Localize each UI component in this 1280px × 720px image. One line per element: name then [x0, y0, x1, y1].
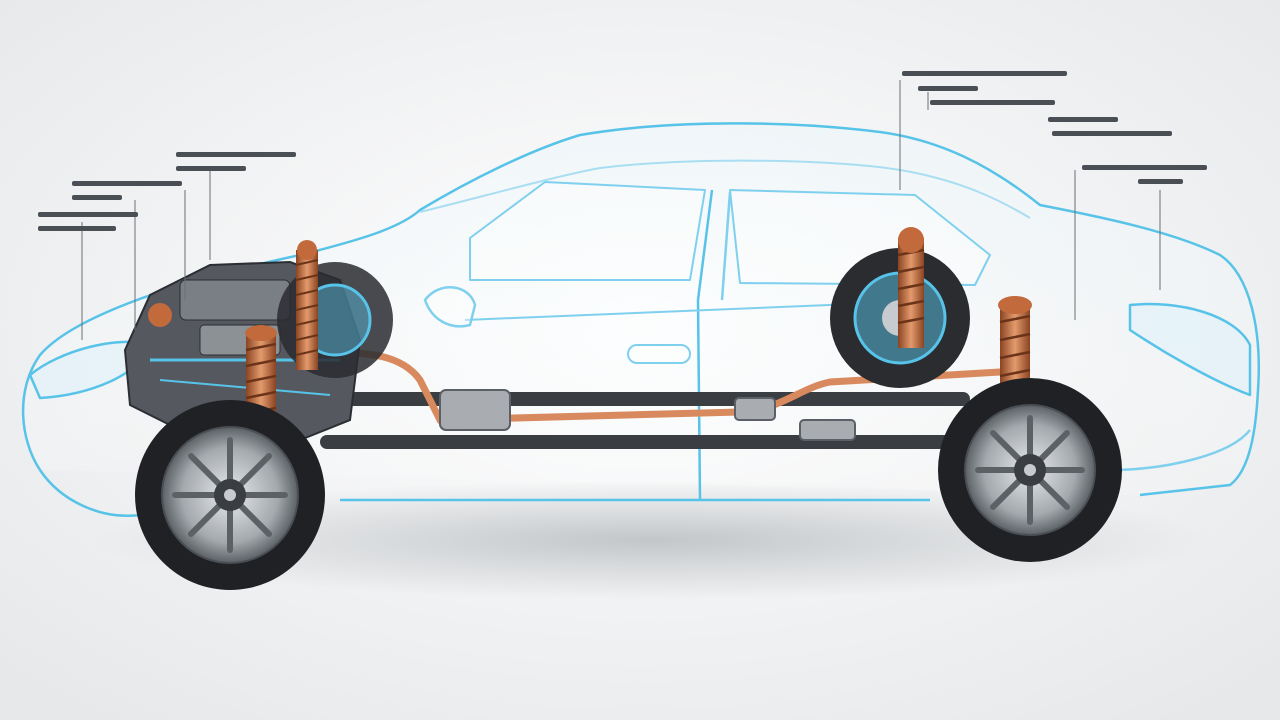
right-callout-text-blocks — [902, 71, 1207, 184]
front-coil-spring-rear — [295, 240, 319, 370]
chassis-frame — [296, 349, 1004, 449]
ground-shadow — [90, 480, 1210, 600]
left-callout-text-blocks — [38, 152, 296, 231]
rear-coil-spring-upper — [897, 227, 925, 348]
right-callout-lines — [899, 80, 1161, 320]
front-wheel — [135, 400, 325, 590]
rear-wheel — [938, 378, 1122, 562]
left-callout-lines — [81, 170, 211, 340]
front-hub-assembly — [277, 262, 393, 378]
